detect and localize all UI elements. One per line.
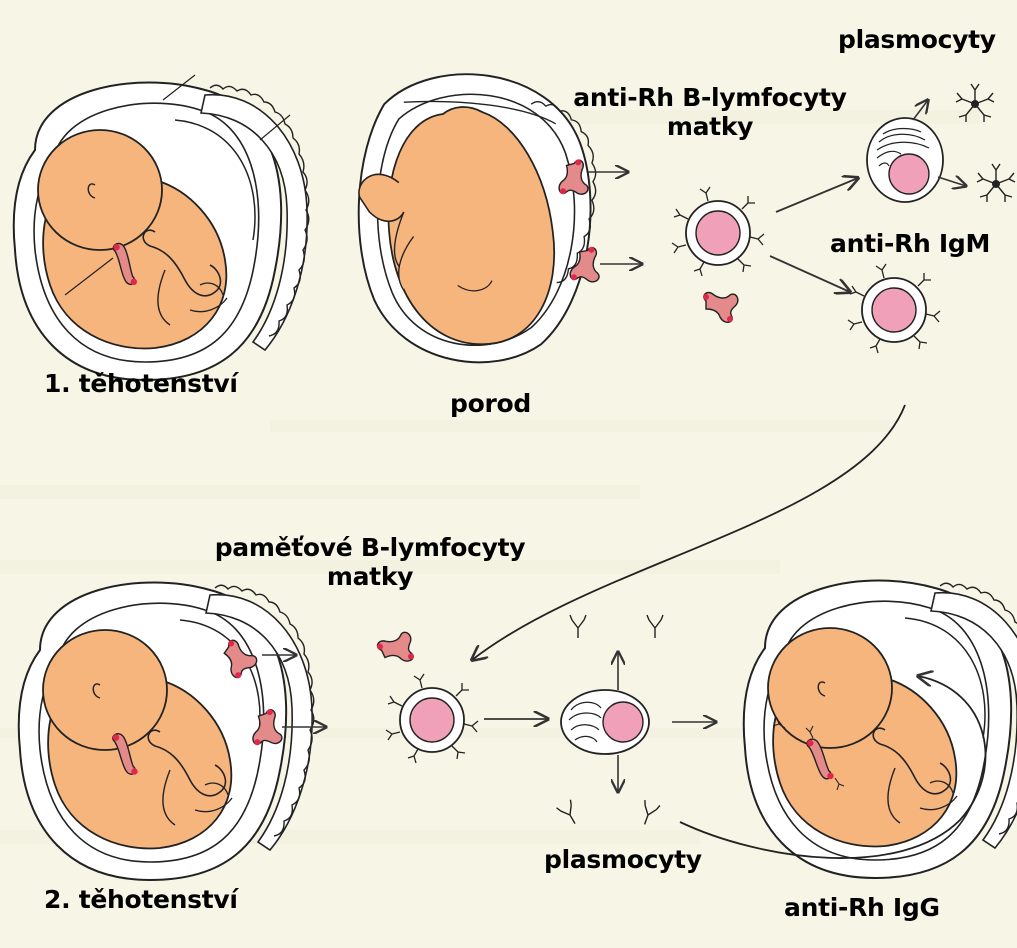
label-anti-rh-b-lymphocytes: anti-Rh B-lymfocyty matky xyxy=(566,84,854,142)
fetus-pregnancy-2 xyxy=(19,583,314,881)
label-memory-b-lymphocytes-line2: matky xyxy=(200,563,540,592)
arrow-b-to-plasma xyxy=(776,178,858,212)
igg-antibody-1 xyxy=(570,615,586,638)
label-anti-rh-igm: anti-Rh IgM xyxy=(830,230,990,259)
igg-antibody-4 xyxy=(637,800,660,827)
label-memory-b-lymphocytes-line1: paměťové B-lymfocyty xyxy=(200,534,540,563)
label-anti-rh-b-lymphocytes-line1: anti-Rh B-lymfocyty xyxy=(566,84,854,113)
label-plasma-cells-bottom: plasmocyty xyxy=(544,846,702,875)
label-memory-b-lymphocytes: paměťové B-lymfocyty matky xyxy=(200,534,540,592)
label-anti-rh-igg: anti-Rh IgG xyxy=(784,894,940,923)
igg-antibody-2 xyxy=(647,615,663,638)
memory-b-lymphocyte xyxy=(386,674,478,763)
label-plasma-cells-top: plasmocyty xyxy=(838,26,996,55)
fetus-affected xyxy=(744,581,1017,879)
plasma-cell-top xyxy=(867,118,943,202)
arrow-b-to-b xyxy=(770,256,850,292)
b-lymphocyte-1 xyxy=(672,187,764,276)
rbc-memory xyxy=(375,629,419,671)
rbc-free xyxy=(703,293,738,323)
fetus-birth xyxy=(359,74,596,362)
b-lymphocyte-2 xyxy=(848,264,940,353)
plasma-cell-bottom xyxy=(561,690,649,754)
label-anti-rh-b-lymphocytes-line2: matky xyxy=(566,113,854,142)
label-pregnancy-1: 1. těhotenství xyxy=(44,370,238,399)
arrow-igm-right xyxy=(938,177,966,186)
label-birth: porod xyxy=(450,390,531,419)
igm-pentamer-2 xyxy=(977,164,1015,202)
label-pregnancy-2: 2. těhotenství xyxy=(44,886,238,915)
fetus-pregnancy-1 xyxy=(14,75,309,380)
igg-antibody-3 xyxy=(557,800,582,828)
